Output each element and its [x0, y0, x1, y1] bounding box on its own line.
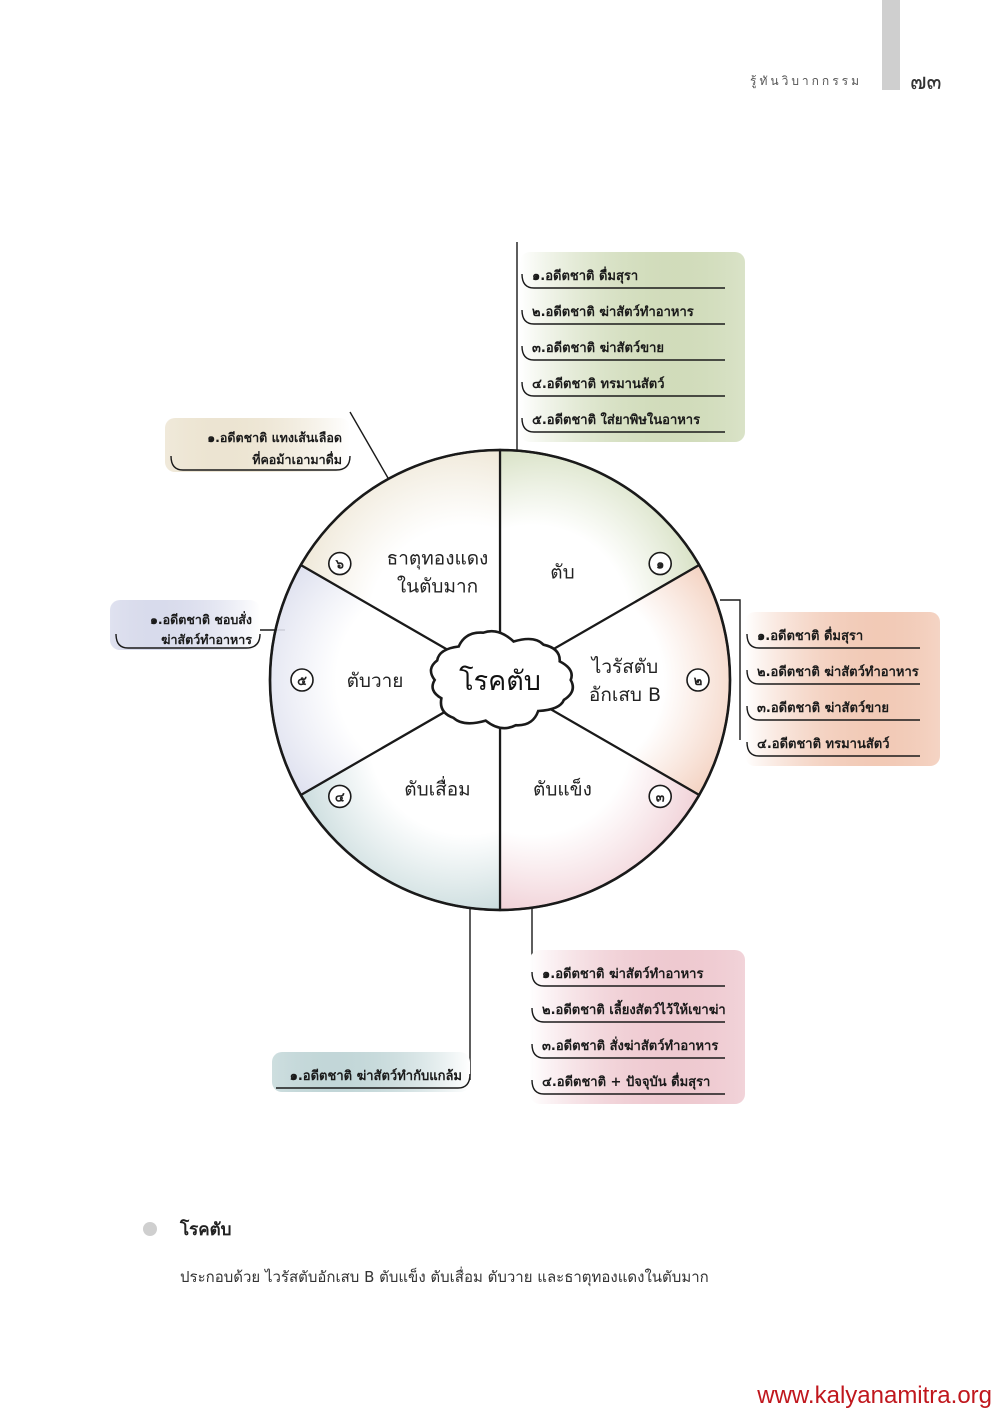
callout-item: ๔.อดีตชาติ + ปัจจุบัน ดื่มสุรา [542, 1072, 710, 1090]
callout-item: ๑.อดีตชาติ ดื่มสุรา [532, 266, 638, 284]
segment-number: ๑ [656, 558, 664, 573]
segment-label: ตับเสื่อม [404, 775, 470, 800]
callout-underline [115, 633, 261, 649]
segment-number: ๕ [297, 674, 307, 689]
caption-bullet [143, 1222, 157, 1236]
callout-underline [521, 417, 725, 433]
callout-underline [521, 345, 725, 361]
callout-underline [170, 455, 351, 471]
callout-item: ๕.อดีตชาติ ใส่ยาพิษในอาหาร [532, 411, 700, 428]
segment-number-badge [290, 668, 314, 692]
callout-background [530, 950, 745, 1104]
center-cloud [429, 629, 575, 730]
center-label: โรคตับ [459, 666, 541, 697]
connector-segment-6 [349, 411, 389, 479]
callout-item: ๒.อดีตชาติ ฆ่าสัตว์ทำอาหาร [757, 664, 919, 680]
callout-underline [746, 633, 920, 649]
callout-background [745, 612, 940, 766]
segment-number: ๒ [694, 674, 703, 689]
callout-underline [531, 971, 725, 987]
segment-number-badge [648, 784, 673, 809]
callout-underline [746, 705, 920, 721]
segment-number-badge [327, 551, 352, 576]
callout-background [272, 1052, 470, 1092]
callout-item: ๔.อดีตชาติ ทรมานสัตว์ [532, 376, 665, 392]
callout-group-6: ๑.อดีตชาติ แทงเส้นเลือดที่คอม้าเอามาดื่ม [165, 418, 351, 472]
callout-group-4: ๑.อดีตชาติ ฆ่าสัตว์ทำกับแกล้ม [272, 1052, 471, 1092]
caption-text: ประกอบด้วย ไวรัสตับอักเสบ B ตับแข็ง ตับเ… [180, 1268, 709, 1286]
callout-item: ๓.อดีตชาติ ฆ่าสัตว์ขาย [757, 700, 889, 716]
callout-underline [531, 1079, 725, 1095]
callout-item: ฆ่าสัตว์ทำอาหาร [161, 632, 252, 647]
wheel-outline [268, 448, 732, 912]
callout-background [520, 252, 745, 442]
segment-number-badge [648, 551, 673, 576]
callout-item: ๓.อดีตชาติ สั่งฆ่าสัตว์ทำอาหาร [542, 1036, 718, 1054]
callout-item: ๒.อดีตชาติ ฆ่าสัตว์ทำอาหาร [532, 304, 694, 320]
callout-underline [521, 309, 725, 325]
running-header-title: รู้ทันวิบากกรรม [750, 74, 862, 88]
segment-number: ๓ [656, 790, 665, 805]
segment-label: ในตับมาก [397, 576, 478, 598]
site-url[interactable]: www.kalyanamitra.org [757, 1382, 992, 1409]
callout-underline [531, 1043, 725, 1059]
segment-label: ไวรัสตับ [590, 656, 658, 678]
segment-label: ธาตุทองแดง [387, 548, 489, 571]
callout-underline [531, 1007, 725, 1023]
callout-item: ๑.อดีตชาติ ฆ่าสัตว์ทำกับแกล้ม [290, 1068, 462, 1084]
segment-number-badge [327, 784, 352, 809]
callout-item: ๒.อดีตชาติ เลี้ยงสัตว์ไว้ให้เขาฆ่า [542, 999, 726, 1018]
callout-group-2: ๑.อดีตชาติ ดื่มสุรา๒.อดีตชาติ ฆ่าสัตว์ทำ… [745, 612, 940, 766]
callout-group-1: ๑.อดีตชาติ ดื่มสุรา๒.อดีตชาติ ฆ่าสัตว์ทำ… [520, 252, 745, 442]
callout-underline [276, 1073, 471, 1089]
liver-disease-diagram: ตับ ๑ไวรัสตับอักเสบ B ๒ตับแข็ง๓ ตับเสื่อม๔ ต… [110, 242, 940, 1104]
segment-number: ๔ [335, 790, 345, 805]
callout-underline [521, 381, 725, 397]
callout-item: ๔.อดีตชาติ ทรมานสัตว์ [757, 736, 890, 752]
caption-title: โรคตับ [180, 1220, 232, 1240]
segment-label: ตับแข็ง [533, 776, 592, 800]
header-tab-bar [882, 0, 900, 90]
callout-background [110, 600, 260, 650]
segment-number-badge [686, 668, 710, 692]
callout-item: ที่คอม้าเอามาดื่ม [252, 451, 342, 467]
page-number: ๗๓ [910, 70, 942, 95]
callout-item: ๑.อดีตชาติ ดื่มสุรา [757, 626, 863, 644]
callout-underline [746, 669, 920, 685]
callout-group-5: ๑.อดีตชาติ ชอบสั่งฆ่าสัตว์ทำอาหาร [110, 600, 261, 650]
callout-layer: ๑.อดีตชาติ ดื่มสุรา๒.อดีตชาติ ฆ่าสัตว์ทำ… [110, 252, 940, 1104]
callout-item: ๑.อดีตชาติ ฆ่าสัตว์ทำอาหาร [542, 966, 703, 982]
callout-item: ๓.อดีตชาติ ฆ่าสัตว์ขาย [532, 340, 664, 356]
segment-label: ตับวาย [347, 670, 404, 692]
segment-number: ๖ [335, 558, 344, 573]
segment-label: อักเสบ B [589, 684, 661, 706]
segment-label: ตับ [550, 562, 574, 584]
callout-underline [521, 273, 725, 289]
callout-background [165, 418, 350, 472]
connector-segment-2 [720, 599, 741, 740]
disease-wheel: ตับ ๑ไวรัสตับอักเสบ B ๒ตับแข็ง๓ ตับเสื่อม๔ ต… [268, 448, 732, 912]
callout-item: ๑.อดีตชาติ ชอบสั่ง [150, 611, 252, 627]
callout-item: ๑.อดีตชาติ แทงเส้นเลือด [207, 430, 342, 445]
callout-underline [746, 741, 920, 757]
